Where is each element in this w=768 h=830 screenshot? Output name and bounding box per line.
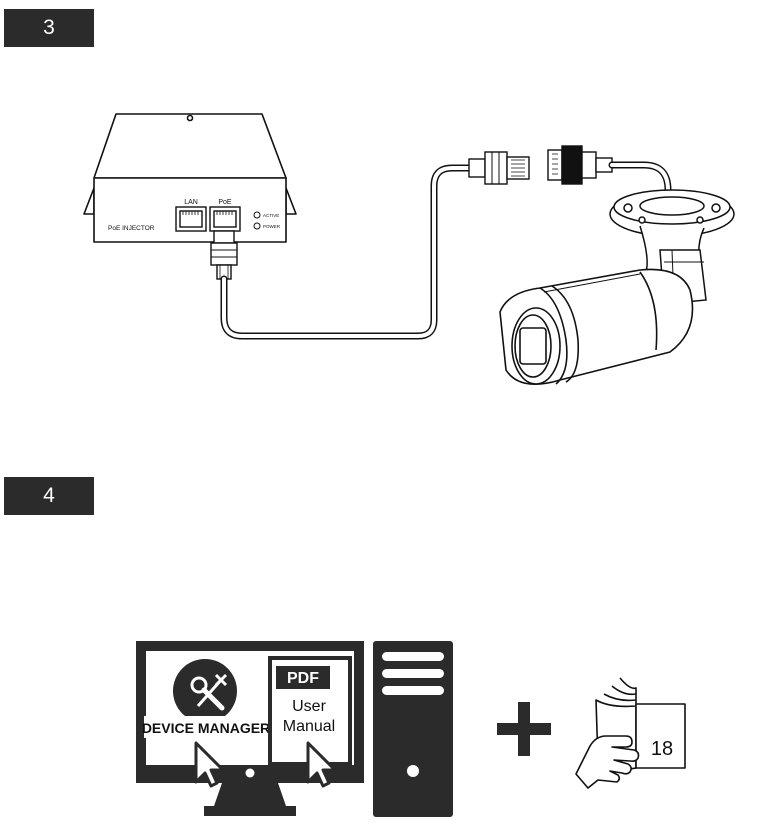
plus-icon xyxy=(497,702,551,756)
led-active-label: ACTIVE xyxy=(263,213,279,218)
manual-line-2: Manual xyxy=(283,718,335,735)
lan-port xyxy=(175,206,207,232)
cursor-icon xyxy=(306,741,337,788)
wrench-screwdriver-icon xyxy=(173,659,237,723)
cursor-icon xyxy=(194,741,225,788)
led-indicators xyxy=(253,211,261,230)
injector-label: PoE INJECTOR xyxy=(108,225,155,232)
hand-pointing-icon xyxy=(575,735,640,789)
poe-port xyxy=(209,206,241,232)
rj45-plug-cable xyxy=(468,151,530,185)
pdf-label: PDF xyxy=(287,670,319,687)
pc-tower xyxy=(373,641,453,817)
booklet-icon xyxy=(595,677,686,770)
manual-line-1: User xyxy=(292,698,326,715)
bullet-camera xyxy=(499,268,694,386)
lan-port-label: LAN xyxy=(184,199,198,206)
poe-port-label: PoE xyxy=(218,199,232,206)
step-4-badge: 4 xyxy=(4,477,94,515)
camera-cable-socket xyxy=(547,145,613,185)
led-power-label: POWER xyxy=(263,224,281,229)
device-manager-label: DEVICE MANAGER xyxy=(142,720,270,736)
rj45-plug-injector xyxy=(210,230,238,280)
step-3-badge: 3 xyxy=(4,9,94,47)
booklet-page-number: 18 xyxy=(651,738,673,760)
